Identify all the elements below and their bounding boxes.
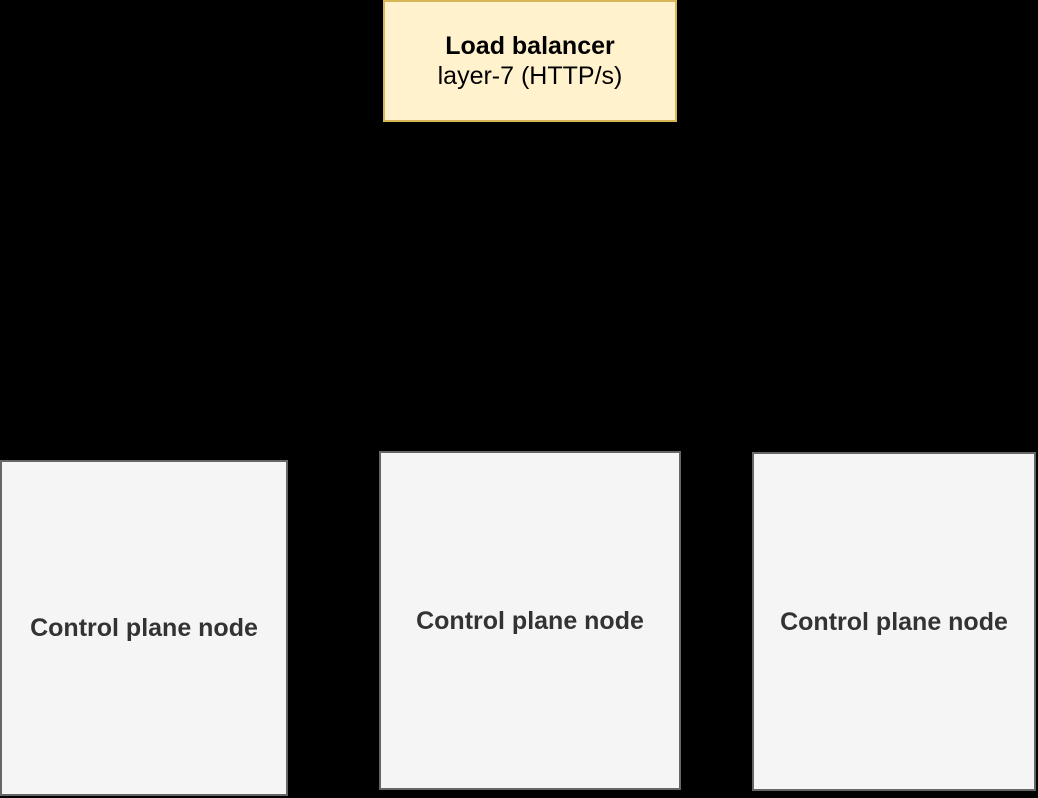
load-balancer-subtitle: layer-7 (HTTP/s) xyxy=(437,62,623,90)
load-balancer-node: Load balancer layer-7 (HTTP/s) xyxy=(383,0,677,122)
control-plane-node-label: Control plane node xyxy=(780,607,1008,636)
control-plane-node-label: Control plane node xyxy=(416,606,644,635)
control-plane-node-3: Control plane node xyxy=(752,452,1036,791)
load-balancer-title: Load balancer xyxy=(445,32,615,60)
control-plane-node-label: Control plane node xyxy=(30,614,258,642)
control-plane-node-1: Control plane node xyxy=(0,460,288,796)
control-plane-node-2: Control plane node xyxy=(379,451,681,790)
